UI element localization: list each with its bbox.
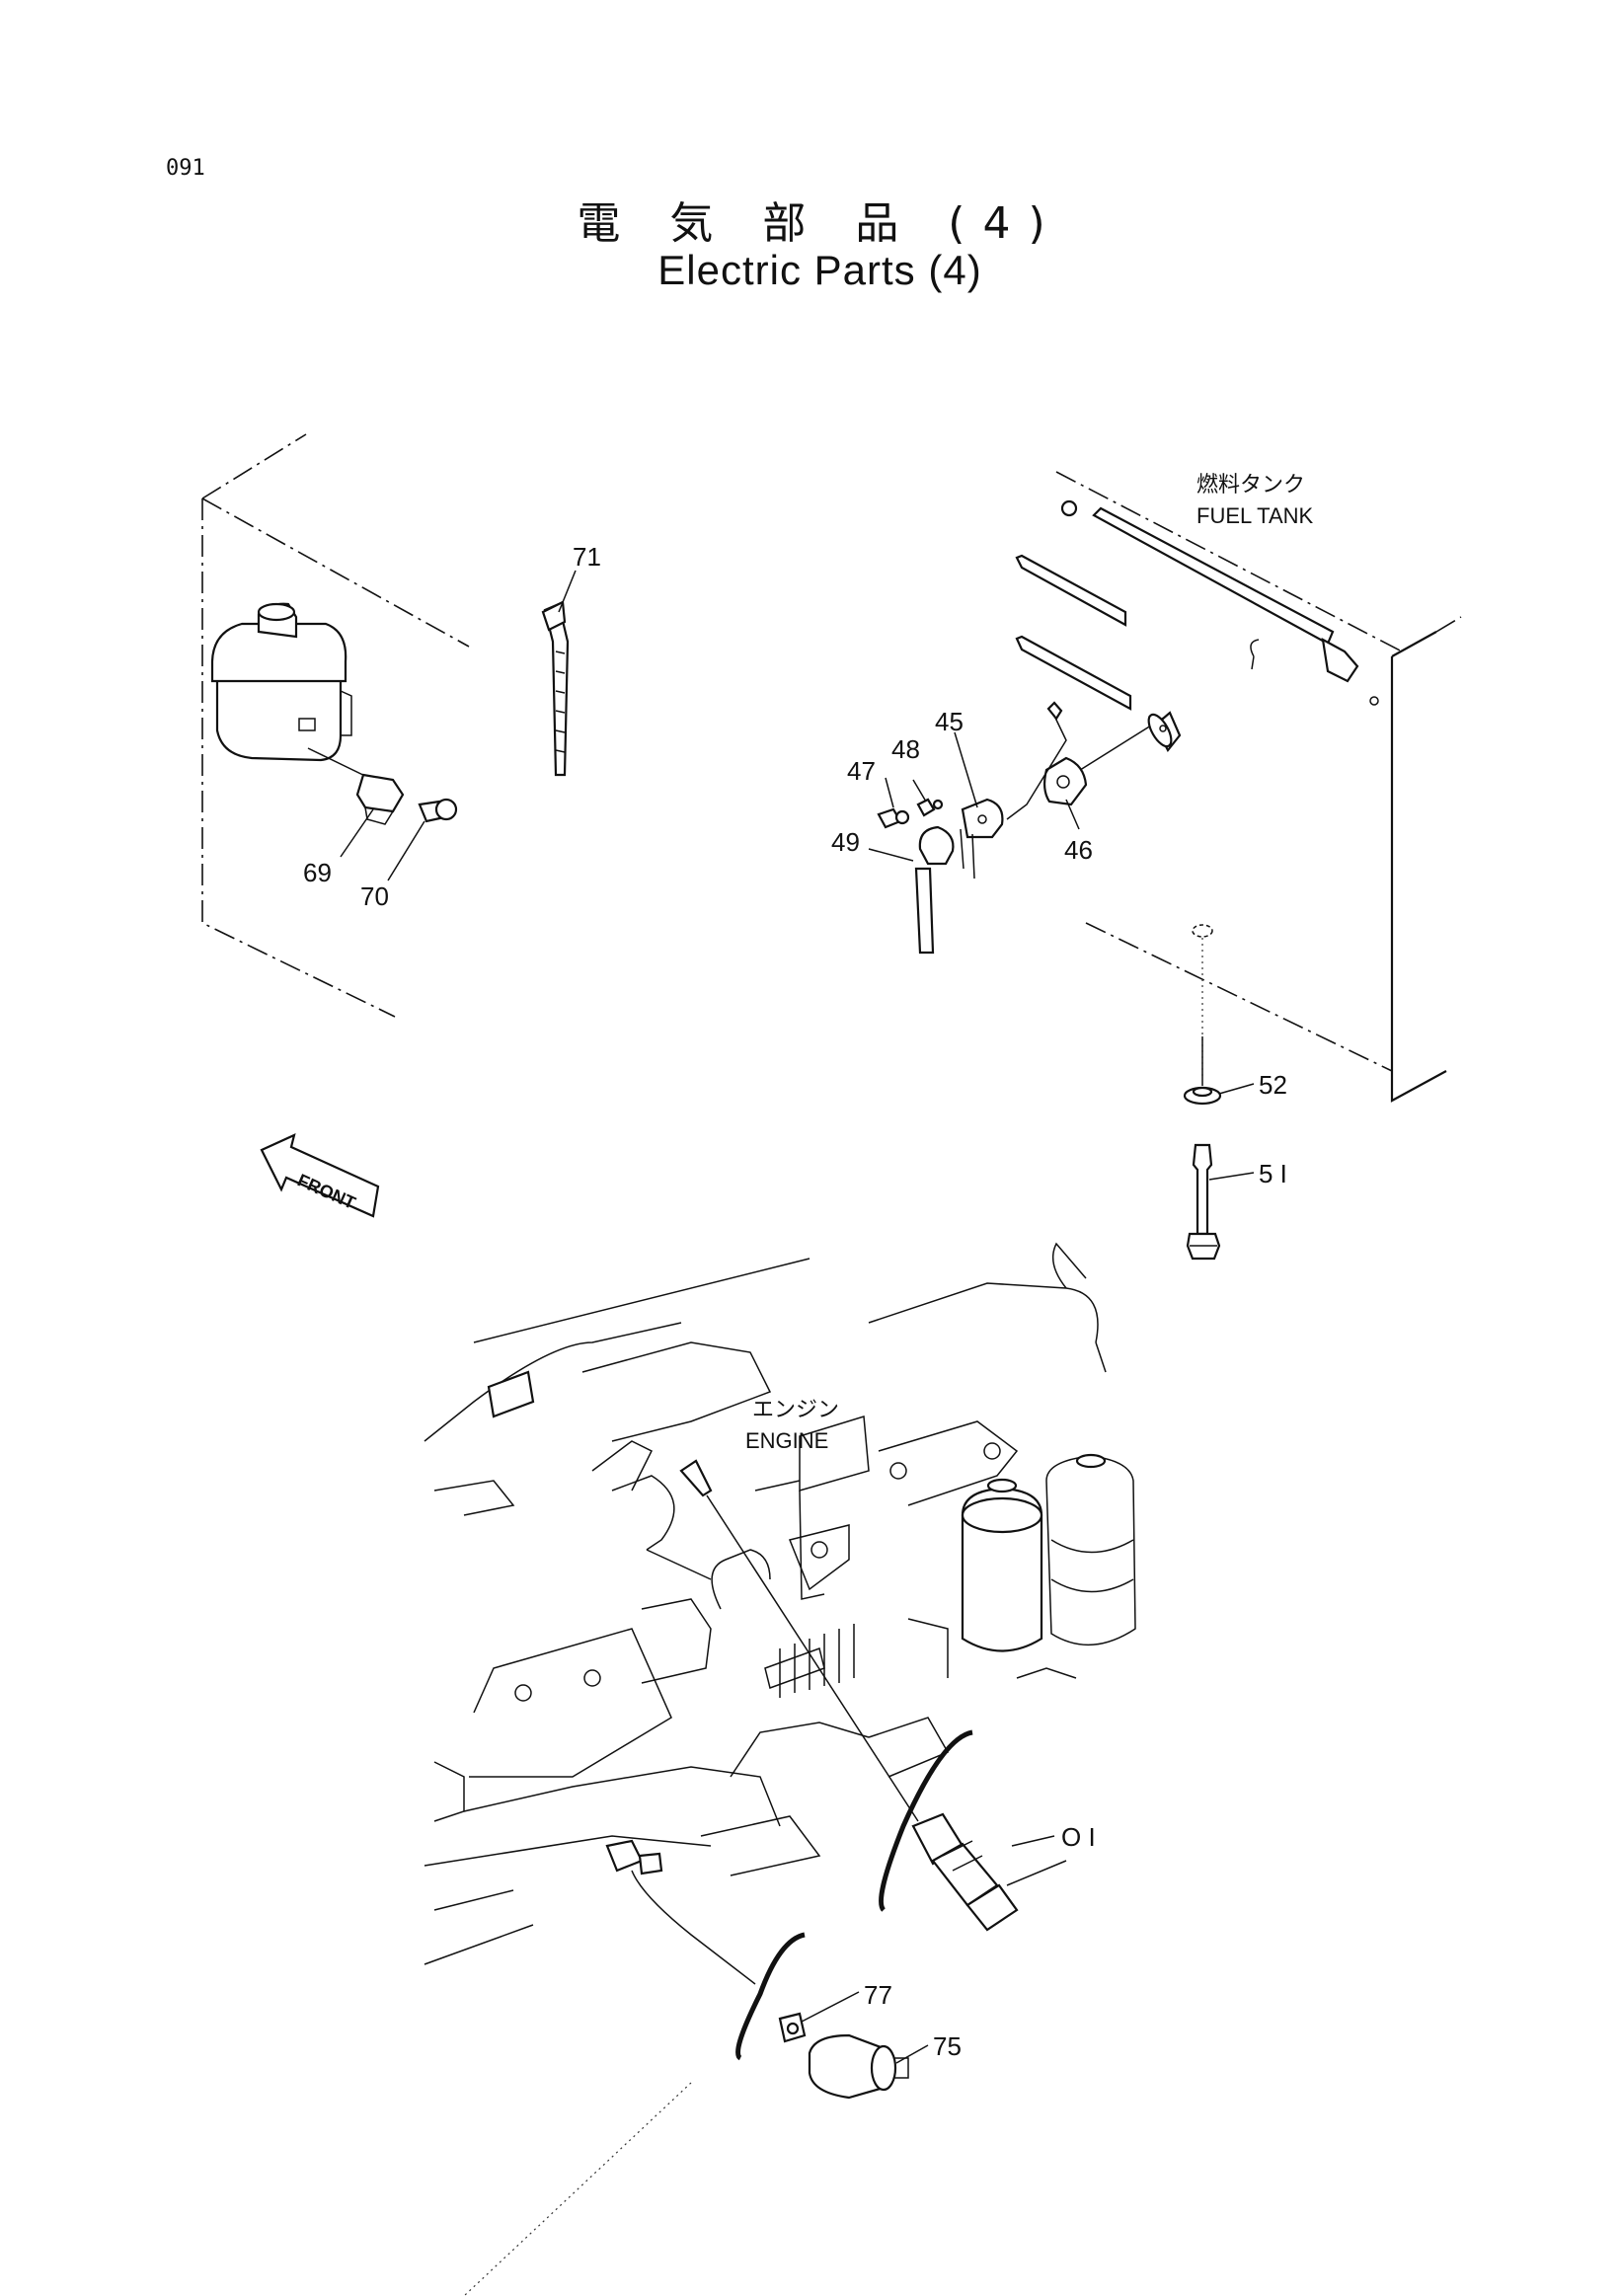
engine-label-jp: エンジン	[752, 1397, 839, 1421]
fuel-tank	[1015, 471, 1462, 1103]
page-number: 091	[166, 156, 205, 181]
cable-tie-71	[541, 600, 570, 777]
callout-70: 70	[360, 881, 389, 911]
callout-71: 71	[573, 542, 601, 572]
front-arrow: FRONT	[260, 1133, 380, 1218]
switch-77	[778, 2012, 807, 2043]
fuel-tank-label-jp: 燃料タンク	[1196, 472, 1305, 497]
fuel-tank-label-en: FUEL TANK	[1196, 503, 1314, 528]
left-panel	[201, 433, 470, 1018]
drain-assembly	[1183, 924, 1222, 1261]
clamp-69	[307, 747, 405, 825]
title-english: Electric Parts (4)	[657, 247, 982, 293]
callout-46: 46	[1064, 835, 1093, 865]
sensor-01	[911, 1812, 1067, 1932]
fuel-sender-assembly	[877, 701, 1182, 955]
engine	[424, 1242, 1136, 1965]
callout-47: 47	[847, 756, 876, 786]
switch-75	[808, 2033, 909, 2100]
title-japanese: 電 気 部 品 (4)	[577, 198, 1063, 249]
leader-lines	[340, 570, 1255, 2064]
callout-49: 49	[831, 827, 860, 857]
callout-75: 75	[933, 2031, 962, 2061]
callout-01: O I	[1061, 1822, 1096, 1852]
callout-48: 48	[891, 734, 920, 764]
callout-77: 77	[864, 1980, 892, 2010]
engine-label-en: ENGINE	[745, 1428, 828, 1453]
callout-69: 69	[303, 858, 332, 887]
callout-45: 45	[935, 707, 964, 736]
bolt-70	[418, 798, 458, 823]
sensor-01-wire	[679, 1459, 973, 1912]
reservoir-tank	[210, 602, 352, 762]
callout-52: 52	[1259, 1070, 1287, 1100]
callout-51: 5 I	[1259, 1159, 1287, 1188]
sensor-75-wire	[463, 1839, 806, 2296]
